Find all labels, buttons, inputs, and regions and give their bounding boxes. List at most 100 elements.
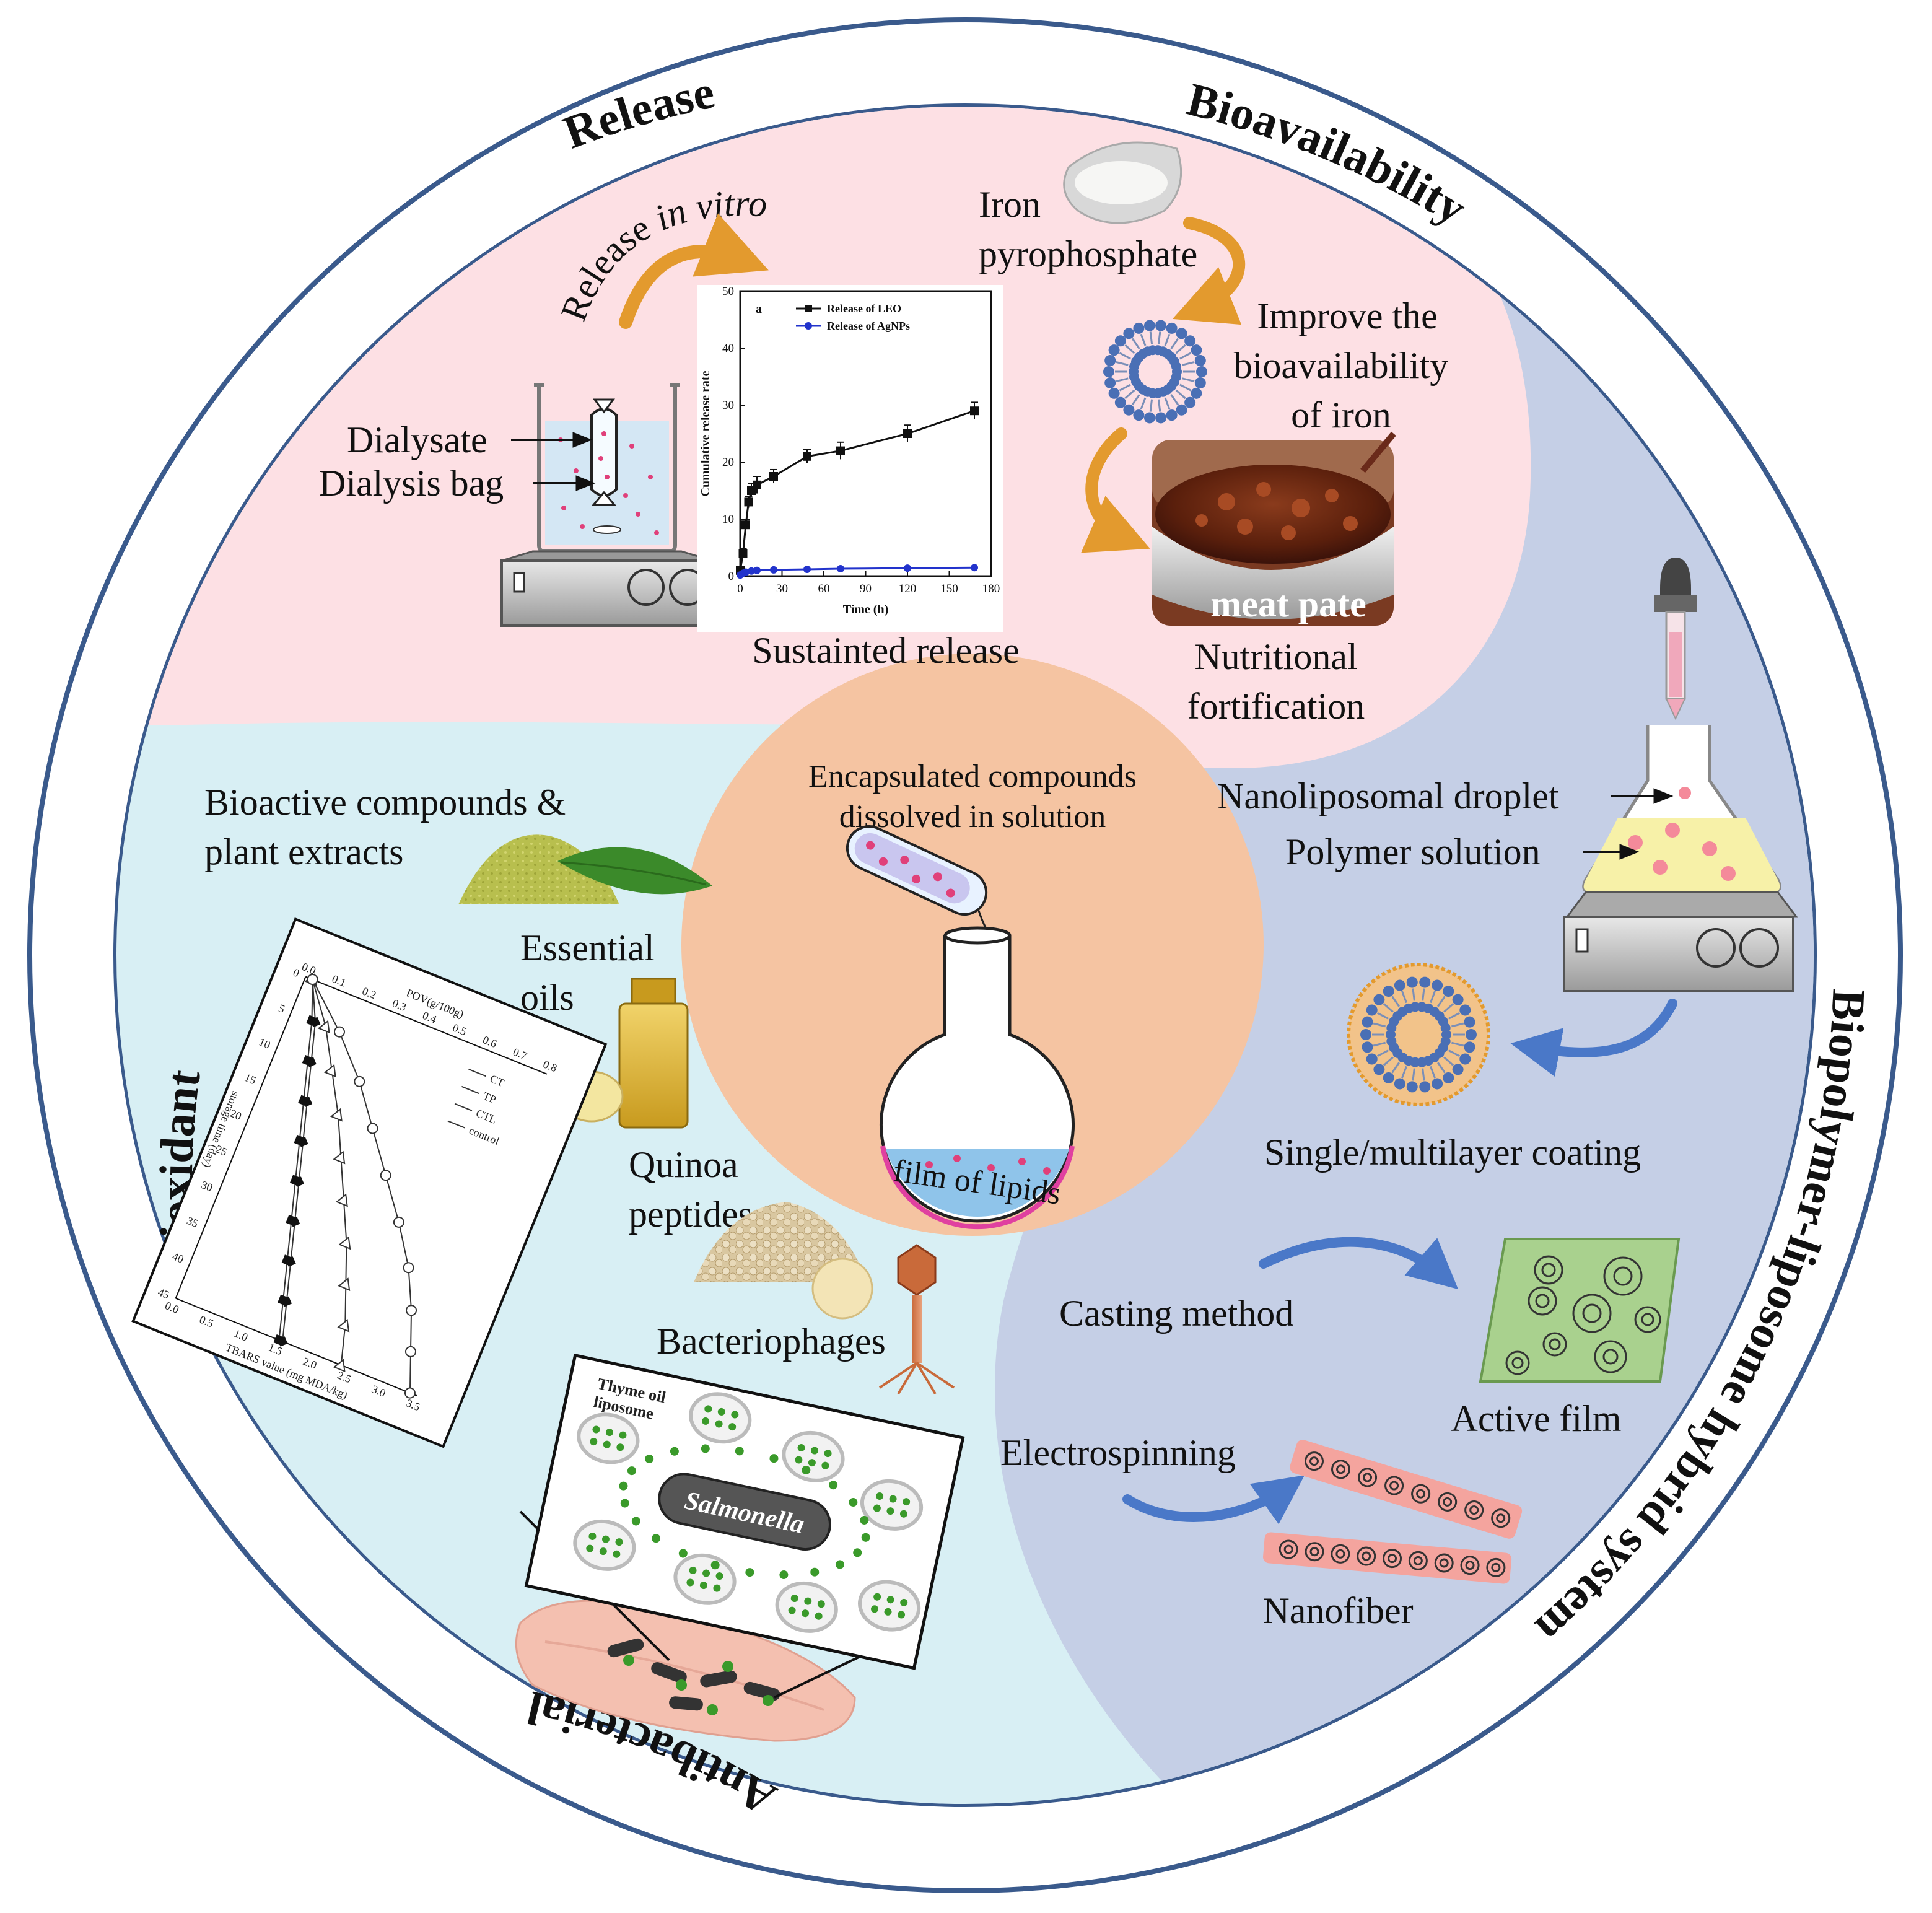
casting-arrow [1259,1237,1459,1290]
tbars-point [338,1277,351,1291]
encapsulated-line2: dissolved in solution [839,799,1106,834]
data-point [836,446,845,455]
improve-line1: Improve the [1257,295,1438,336]
data-point [741,520,750,530]
tbars-point [289,1216,300,1227]
legend-label: Release of LEO [827,302,901,315]
magnetic-stirrer [500,550,714,627]
y-tick-label: 30 [722,399,734,412]
tbars-series-line [282,979,317,1342]
tbars-point [277,1336,288,1347]
iron-label-line1: Iron [979,184,1041,225]
data-point [970,406,979,416]
data-point [738,549,748,558]
beaker [534,383,680,553]
nutritional-line2: fortification [1187,686,1365,727]
tbars-point [333,1026,345,1038]
y-tick-label: 10 [722,513,734,526]
dialysate-label: Dialysate [347,419,487,460]
green-powder-leaf [458,834,712,904]
stirrer-to-coating-arrow [1510,999,1677,1077]
tbars-point [404,1346,416,1357]
legend-marker [805,322,812,330]
encapsulated-line1: Encapsulated compounds [808,759,1137,794]
iron-powder-bowl [1063,141,1182,224]
tbars-point [302,1097,313,1108]
iron-arrow [1172,217,1245,325]
data-point [971,564,978,572]
nanofiber-label: Nanofiber [1262,1590,1413,1631]
tbars-point [333,1150,346,1165]
tbars-legend-line [468,1069,486,1077]
bioavailability-panel: Iron pyrophosphate Improve the bioavaila… [979,141,1449,727]
bioactive-line2: plant extracts [204,831,404,872]
x-tick-label: 150 [940,582,958,595]
active-film [1479,1238,1681,1383]
casting-method-label: Casting method [1059,1293,1293,1334]
nanoliposomal-droplet-label: Nanoliposomal droplet [1217,776,1559,816]
tbars-point [406,1305,417,1316]
tbars-chart-frame [131,917,608,1448]
iron-label-line2: pyrophosphate [979,234,1197,274]
tbars-point [306,1057,317,1067]
tbars-axis-left [175,976,307,1299]
tbars-axis-bottom [175,1297,417,1397]
meat-pate-label: meat pate [1210,584,1366,624]
data-point [744,497,753,507]
data-point [753,480,761,489]
tbars-axis-top [305,976,548,1075]
nutritional-line1: Nutritional [1194,636,1357,677]
tbars-point [404,1387,416,1399]
antioxidant-panel: Bioactive compounds & plant extracts Ess… [131,782,955,1448]
data-point [742,568,750,576]
release-chart-ylabel: Cumulative release rate [699,370,712,496]
quinoa-pile [694,1202,873,1320]
nanofiber-1 [1290,1440,1523,1539]
tbars-series-line [312,979,347,1365]
tbars-point [323,1064,336,1078]
release-chart-xlabel: Time (h) [843,603,889,616]
dropper [1654,558,1697,768]
tbars-point [380,1170,391,1181]
data-point [837,565,844,573]
data-point [748,567,755,575]
tbars-point [294,1176,304,1188]
x-tick-label: 90 [860,582,872,595]
y-tick-label: 40 [722,342,734,355]
meat-pate-photo: meat pate [1152,431,1396,626]
data-point [903,429,912,438]
dialysis-bag [590,408,618,497]
data-point [753,566,761,574]
release-panel: Release in vitro [319,183,1020,671]
tbars-series-line [312,979,413,1393]
bacteria-on-chicken [607,1638,780,1711]
tbars-series-line [278,979,313,1341]
legend-label: Release of AgNPs [827,320,910,332]
tbars-point [337,1318,350,1333]
essential-line1: Essential [520,927,655,968]
essential-line2: oils [520,977,574,1018]
center-panel: Encapsulated compounds dissolved in solu… [808,759,1137,1230]
active-film-label: Active film [1451,1398,1622,1439]
data-point [803,565,811,573]
dialysis-bag-label: Dialysis bag [319,463,504,504]
test-tube [846,825,988,916]
tbars-point [317,1020,330,1034]
antibacterial-panel: Thyme oil liposome Salmonella [515,1353,965,1742]
improve-line2: bioavailability [1234,345,1449,386]
improve-line3: of iron [1291,395,1391,436]
release-arrow [619,213,769,329]
y-tick-label: 20 [722,456,734,469]
bacteriophages-label: Bacteriophages [657,1321,886,1362]
tbars-point [338,1236,351,1250]
tbars-point [354,1075,365,1087]
bioactive-line1: Bioactive compounds & [204,782,566,823]
y-tick-label: 50 [722,285,734,298]
thyme-liposome-panel: Thyme oil liposome Salmonella [524,1353,965,1670]
biopolymer-panel: Nanoliposomal droplet Polymer solution S… [1000,558,1798,1631]
tbars-point [335,1193,348,1207]
data-point [770,566,777,574]
